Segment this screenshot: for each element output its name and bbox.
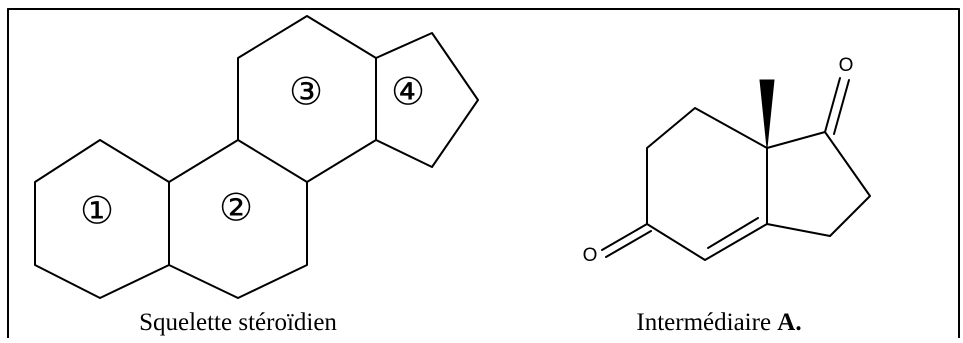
ketone-bond-1a: [824, 77, 841, 133]
ring-label-1: ①: [80, 191, 114, 233]
ring-label-2: ②: [219, 188, 253, 230]
ring-label-4: ④: [391, 72, 425, 114]
ring-b: [168, 139, 308, 299]
oxygen-atom-2: O: [583, 245, 598, 266]
ring-c: [237, 15, 377, 183]
intermediate-caption: Intermédiaire A.: [636, 309, 801, 336]
ketone-bond-2a: [601, 223, 648, 251]
steroid-skeleton: ① ② ③ ④ Squelette stéroïdien: [34, 15, 479, 336]
ring-five: [766, 131, 871, 237]
intermediate-caption-prefix: Intermédiaire: [636, 309, 777, 336]
skeleton-caption: Squelette stéroïdien: [139, 309, 337, 336]
methyl-wedge: [759, 79, 775, 149]
figure-frame: [7, 8, 960, 339]
ketone-bond-1b: [833, 79, 850, 135]
oxygen-atom-1: O: [839, 55, 854, 76]
intermediate-a-structure: O O Intermédiaire A.: [583, 55, 871, 336]
ring-six: [646, 107, 768, 261]
ketone-bond-2b: [605, 230, 652, 258]
alkene-inner-line: [707, 217, 759, 249]
ring-label-3: ③: [289, 72, 323, 114]
ring-d: [375, 32, 479, 168]
intermediate-caption-bold: A.: [777, 309, 801, 336]
